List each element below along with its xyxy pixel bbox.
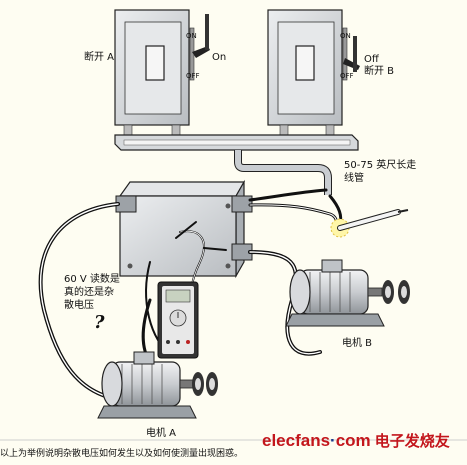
conduit-label-line2: 线管: [344, 173, 364, 184]
disconnect-switch-b: [267, 9, 360, 136]
switch-a-state: On: [212, 52, 227, 63]
conduit: [234, 150, 332, 195]
question-line2: 真的还是杂: [64, 287, 114, 298]
motor-b: [285, 259, 410, 327]
junction-box: [115, 179, 253, 279]
switch-a-label: 断开 A: [84, 52, 115, 63]
switch-a-off-mark: OFF: [186, 72, 200, 80]
question-line3: 散电压: [64, 300, 94, 311]
figure-caption: 以上为举例说明杂散电压如何发生以及如何使测量出现困惑。: [0, 449, 244, 459]
watermark-brand1: elecfans: [262, 431, 331, 450]
question-mark: ?: [94, 312, 105, 333]
switch-b-off-mark: OFF: [340, 72, 354, 80]
voltage-tester-probe: [330, 209, 409, 238]
switch-a-on-mark: ON: [186, 32, 197, 40]
conduit-label-line1: 50-75 英尺长走: [344, 160, 417, 171]
watermark-brand2: com: [335, 431, 371, 450]
motor-a: [97, 351, 218, 419]
multimeter: [157, 281, 199, 359]
watermark-cn: 电子发烧友: [374, 433, 450, 450]
watermark-dot: ·: [330, 431, 336, 450]
motor-a-label: 电机 A: [146, 428, 177, 439]
switch-b-on-mark: ON: [340, 32, 351, 40]
switch-b-state: Off: [364, 54, 379, 65]
disconnect-switch-a: [114, 9, 210, 136]
motor-b-label: 电机 B: [342, 338, 373, 349]
wireway: [114, 134, 359, 151]
question-line1: 60 V 读数是: [64, 274, 120, 285]
switch-b-label: 断开 B: [364, 66, 395, 77]
